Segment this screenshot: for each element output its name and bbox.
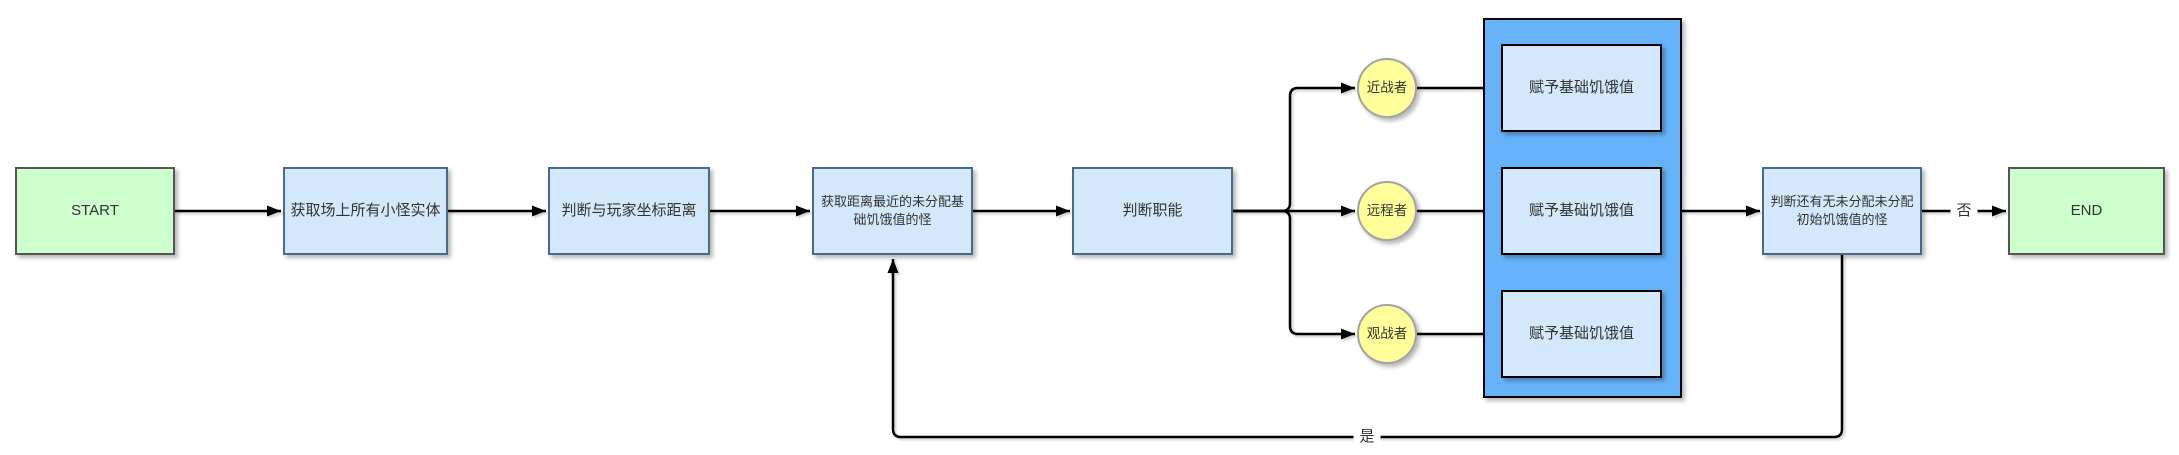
node-assign-melee-label: 赋予基础饥饿值 — [1528, 78, 1634, 96]
node-judge-player-distance-label: 判断与玩家坐标距离 — [561, 201, 697, 219]
node-judge-remaining-label: 判断还有无未分配未分配初始饥饿值的怪 — [1770, 194, 1914, 227]
edge-judge-role-to-melee — [1233, 82, 1355, 213]
node-judge-role-label: 判断职能 — [1122, 201, 1183, 219]
node-judge-player-distance: 判断与玩家坐标距离 — [548, 167, 710, 255]
edge-label-no: 否 — [1950, 202, 1978, 220]
node-ranged-label: 远程者 — [1366, 202, 1408, 218]
node-end: END — [2008, 167, 2165, 255]
edge-judge-role-to-observer — [1233, 209, 1355, 340]
node-melee-label: 近战者 — [1366, 79, 1408, 95]
node-observer: 观战者 — [1357, 304, 1417, 364]
edge-label-yes: 是 — [1353, 428, 1381, 446]
node-get-nearest-unassigned: 获取距离最近的未分配基础饥饿值的怪 — [812, 167, 973, 255]
node-assign-observer-label: 赋予基础饥饿值 — [1528, 324, 1634, 342]
node-start: START — [15, 167, 175, 255]
node-judge-remaining: 判断还有无未分配未分配初始饥饿值的怪 — [1762, 167, 1922, 255]
node-assign-observer: 赋予基础饥饿值 — [1501, 290, 1662, 378]
node-end-label: END — [2070, 201, 2103, 219]
node-assign-ranged-label: 赋予基础饥饿值 — [1528, 201, 1634, 219]
node-ranged: 远程者 — [1357, 181, 1417, 241]
node-melee: 近战者 — [1357, 58, 1417, 118]
node-judge-role: 判断职能 — [1072, 167, 1233, 255]
node-observer-label: 观战者 — [1366, 325, 1408, 341]
node-get-all-mobs-label: 获取场上所有小怪实体 — [290, 201, 441, 219]
node-get-all-mobs: 获取场上所有小怪实体 — [283, 167, 448, 255]
node-get-nearest-unassigned-label: 获取距离最近的未分配基础饥饿值的怪 — [820, 194, 964, 227]
node-start-label: START — [71, 201, 119, 219]
node-assign-melee: 赋予基础饥饿值 — [1501, 44, 1662, 132]
node-assign-ranged: 赋予基础饥饿值 — [1501, 167, 1662, 255]
